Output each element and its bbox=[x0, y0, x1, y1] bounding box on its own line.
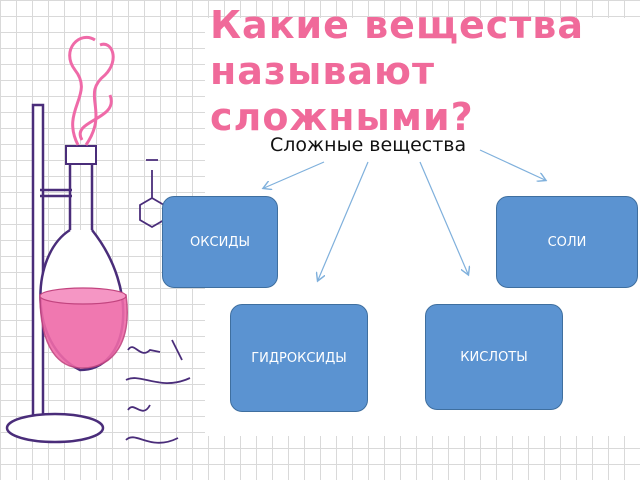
stand-base bbox=[5, 412, 105, 444]
flask-illustration bbox=[5, 35, 191, 444]
oxides-box: ОКСИДЫ bbox=[162, 196, 278, 288]
arrow-to-oxides bbox=[264, 161, 325, 188]
arrow-to-acids bbox=[419, 161, 468, 274]
flask-stopper bbox=[65, 145, 97, 165]
acids-label: КИСЛОТЫ bbox=[460, 349, 528, 365]
formula-scribbles bbox=[125, 339, 191, 444]
slide-title: Какие вещества называют сложными? bbox=[210, 3, 584, 139]
oxides-label: ОКСИДЫ bbox=[190, 234, 250, 250]
salts-box: СОЛИ bbox=[496, 196, 638, 288]
root-node-label: Сложные вещества bbox=[270, 134, 467, 156]
salts-label: СОЛИ bbox=[547, 234, 587, 250]
hydroxides-label: ГИДРОКСИДЫ bbox=[251, 350, 347, 366]
arrow-to-salts bbox=[479, 149, 545, 180]
steam-curls bbox=[68, 35, 115, 146]
acids-box: КИСЛОТЫ bbox=[425, 304, 563, 410]
hydroxides-box: ГИДРОКСИДЫ bbox=[230, 304, 368, 412]
arrow-to-hydroxides bbox=[318, 161, 369, 280]
flask-liquid bbox=[39, 294, 128, 369]
stand-clamp bbox=[40, 188, 72, 198]
